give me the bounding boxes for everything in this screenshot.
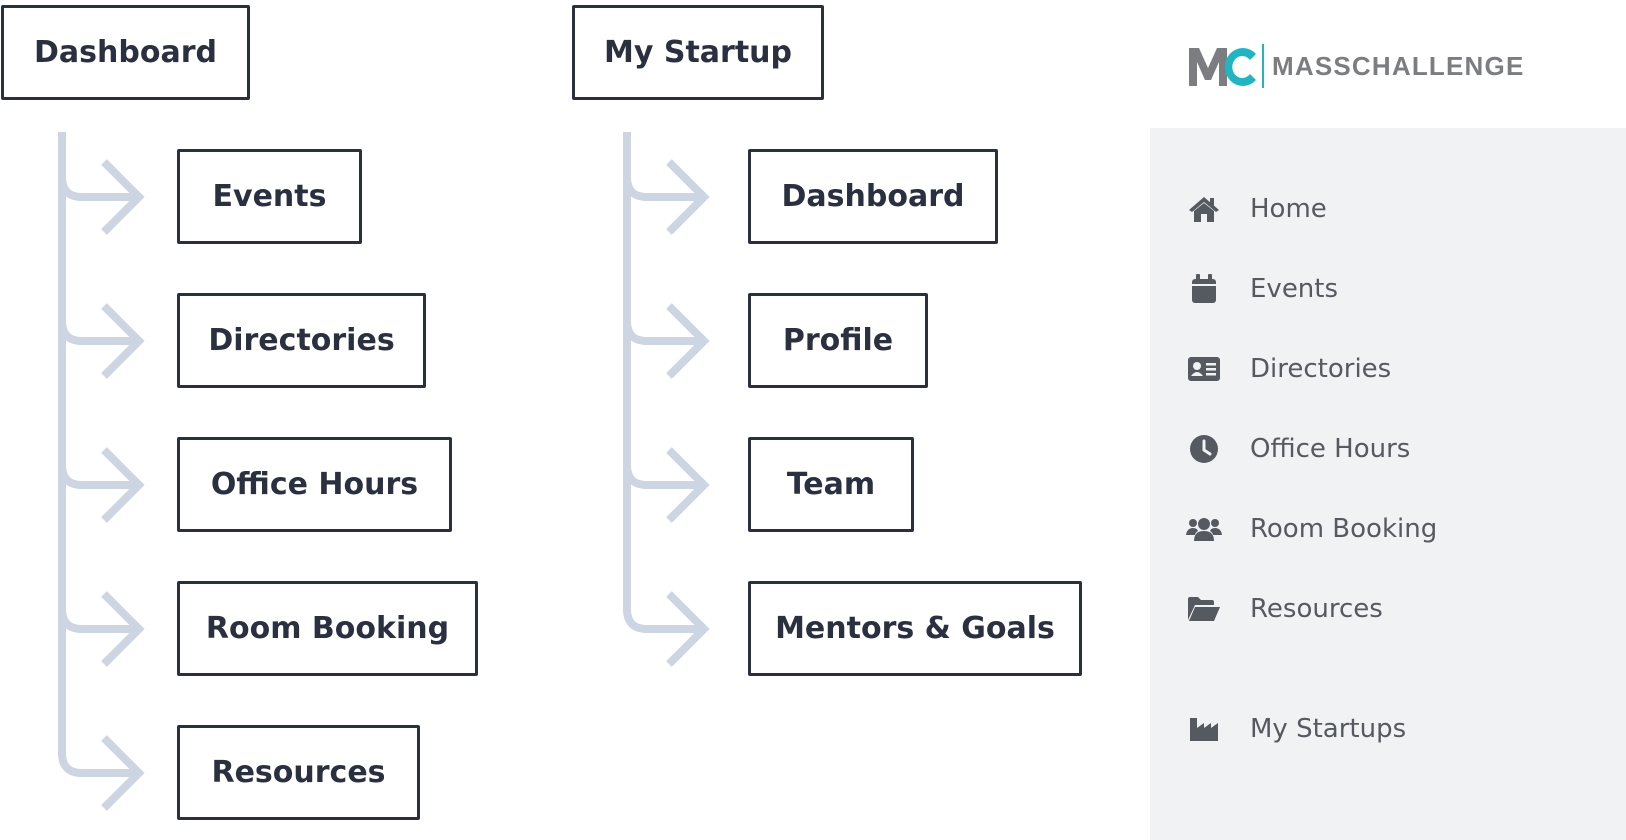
left-tree-node-events: Events — [177, 149, 362, 244]
clock-icon — [1186, 431, 1222, 467]
folder-open-icon — [1186, 591, 1222, 627]
sidebar-item-label: Events — [1250, 274, 1339, 304]
middle-arrow-2 — [666, 303, 710, 379]
middle-tree-node-profile: Profile — [748, 293, 928, 388]
sidebar-item-home[interactable]: Home — [1186, 189, 1327, 229]
sidebar-item-label: Office Hours — [1250, 434, 1411, 464]
calendar-icon — [1186, 271, 1222, 307]
masschallenge-logo: MASSCHALLENGE — [1186, 42, 1525, 90]
middle-arrow-1 — [666, 159, 710, 235]
left-arrow-5 — [101, 735, 145, 811]
middle-arrow-3 — [666, 447, 710, 523]
middle-tree-trunk — [623, 132, 701, 633]
sidebar-item-directories[interactable]: Directories — [1186, 349, 1391, 389]
home-icon — [1186, 191, 1222, 227]
sidebar-item-room-booking[interactable]: Room Booking — [1186, 509, 1437, 549]
middle-tree-node-dashboard: Dashboard — [748, 149, 998, 244]
left-tree-trunk — [58, 132, 136, 777]
left-tree-node-room-booking: Room Booking — [177, 581, 478, 676]
sidebar-item-label: Room Booking — [1250, 514, 1438, 544]
left-arrow-2 — [101, 303, 145, 379]
middle-tree-root: My Startup — [572, 5, 824, 100]
left-branch-2 — [58, 320, 136, 345]
id-card-icon — [1186, 351, 1222, 387]
left-tree-root: Dashboard — [1, 5, 250, 100]
left-arrow-1 — [101, 159, 145, 235]
industry-icon — [1186, 711, 1222, 747]
middle-tree-node-mentors-goals: Mentors & Goals — [748, 581, 1082, 676]
sidebar-item-events[interactable]: Events — [1186, 269, 1338, 309]
sidebar-panel — [1150, 128, 1626, 840]
left-tree-node-resources: Resources — [177, 725, 420, 820]
sidebar-item-label: Resources — [1250, 594, 1383, 624]
middle-arrow-4 — [666, 591, 710, 667]
logo-text: MASSCHALLENGE — [1272, 50, 1525, 81]
sidebar-item-label: Home — [1250, 194, 1327, 224]
sidebar-item-resources[interactable]: Resources — [1186, 589, 1383, 629]
sidebar-item-label: My Startups — [1250, 714, 1407, 744]
sidebar-item-office-hours[interactable]: Office Hours — [1186, 429, 1410, 469]
middle-branch-2 — [623, 320, 701, 345]
left-branch-4 — [58, 608, 136, 633]
middle-branch-3 — [623, 464, 701, 489]
middle-tree-node-team: Team — [748, 437, 914, 532]
left-arrow-4 — [101, 591, 145, 667]
sidebar-item-label: Directories — [1250, 354, 1392, 384]
sidebar-item-my-startups[interactable]: My Startups — [1186, 709, 1406, 749]
left-branch-3 — [58, 464, 136, 489]
left-tree-node-directories: Directories — [177, 293, 426, 388]
users-icon — [1186, 511, 1222, 547]
left-branch-1 — [58, 176, 136, 201]
middle-branch-1 — [623, 176, 701, 201]
mc-logo-mark — [1186, 42, 1260, 90]
left-tree-node-office-hours: Office Hours — [177, 437, 452, 532]
left-arrow-3 — [101, 447, 145, 523]
logo-divider — [1262, 44, 1264, 88]
